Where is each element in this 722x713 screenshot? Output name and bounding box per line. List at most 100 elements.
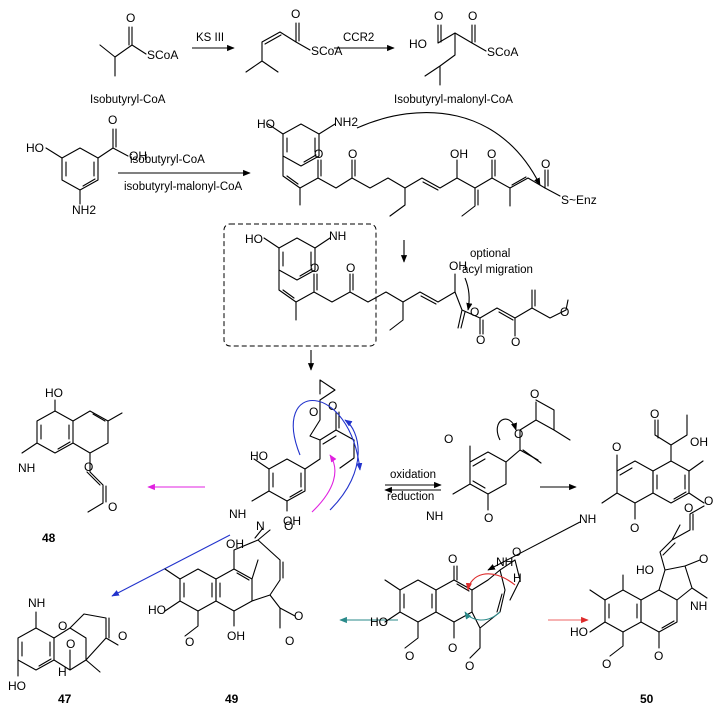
ahba-acid-o: O <box>108 113 117 127</box>
c50-o3: O <box>704 494 713 508</box>
ahba-nh2: NH2 <box>72 203 96 217</box>
compound-49-structure: OH N O HO OH O O O <box>148 519 303 649</box>
chain-oh-2: OH <box>449 259 467 273</box>
dashed-highlight-box <box>223 223 377 347</box>
nq-o1: O <box>612 440 621 454</box>
isobutyryl-malonyl-coa-label: Isobutyryl-malonyl-CoA <box>394 94 513 106</box>
cyclization-curve <box>356 112 541 186</box>
to-macrolactam-arrow <box>487 521 581 571</box>
compound-47-structure: NH O O O H HO <box>8 596 127 693</box>
c47-o2: O <box>66 637 75 651</box>
c49-n: N <box>256 519 265 533</box>
ahba-structure: HO O OH NH2 <box>26 113 147 217</box>
ccr2-label: CCR2 <box>343 32 374 44</box>
acid-o: O <box>434 9 443 23</box>
scoa-label: SCoA <box>311 44 342 58</box>
chain-o4: O <box>541 157 550 171</box>
ester-o: O <box>470 305 479 319</box>
amide-polyketide: HO NH O O OH O O O O <box>245 229 569 349</box>
c47-ho: HO <box>8 679 26 693</box>
isobutyryl-coa-label: Isobutyryl-CoA <box>90 94 166 106</box>
nq-nh: NH <box>579 512 596 526</box>
mi-o1: O <box>448 552 457 566</box>
c49-oh1: OH <box>226 537 244 551</box>
scoa-label: SCoA <box>147 48 178 62</box>
compound-49-label: 49 <box>225 692 239 706</box>
c49-oh2: OH <box>227 629 245 643</box>
mi-o4: O <box>405 649 414 663</box>
nq-o3: O <box>650 407 659 421</box>
note-acyl-migration: acyl migration <box>462 264 533 276</box>
c47-h: H <box>58 665 67 679</box>
c50-ho: HO <box>636 563 654 577</box>
note-optional: optional <box>470 248 510 260</box>
mi-o3: O <box>448 641 457 655</box>
mi-n: NH <box>496 555 513 569</box>
mi-h: H <box>513 571 522 585</box>
ahba-acid-oh: OH <box>129 149 147 163</box>
qi-o2: O <box>484 511 493 525</box>
chain-ho: HO <box>257 117 275 131</box>
qi-o3: O <box>514 427 523 441</box>
isobutyryl-malonyl-coa-structure: HO O O SCoA <box>409 9 518 86</box>
mi-o2: O <box>512 545 521 559</box>
blue-arrow-to-47 <box>111 534 231 597</box>
macrolactam-intermediate: O NH O H HO O O O <box>370 545 522 673</box>
hq-o2: O <box>328 399 337 413</box>
quinone-intermediate: O NH O O O <box>426 387 571 525</box>
central-hydroquinone: HO NH OH O O <box>229 379 355 528</box>
hq-ho: HO <box>250 449 268 463</box>
chain-o1: O <box>314 147 323 161</box>
oxidation-label: oxidation <box>390 469 436 481</box>
migration-arrow <box>464 277 473 311</box>
nq-oh: OH <box>690 435 708 449</box>
enoyl-coa-structure: O SCoA <box>245 7 342 73</box>
ester-o2: O <box>511 335 520 349</box>
c50-o5: O <box>602 657 611 671</box>
compound-47-label: 47 <box>58 692 72 706</box>
chain-o2: O <box>348 147 357 161</box>
blue-curve-1 <box>292 400 363 471</box>
nq-o2: O <box>630 521 639 535</box>
box-nh: NH <box>329 229 346 243</box>
c50-o1: O <box>699 552 708 566</box>
hq-o1: O <box>309 405 318 419</box>
acp-bound-polyketide: HO NH2 O O OH O O S~Enz <box>257 115 597 217</box>
enz-label: S~Enz <box>561 193 597 207</box>
c50-ho2: HO <box>570 625 588 639</box>
quinone-curve <box>496 418 517 441</box>
c50-nh: NH <box>690 599 707 613</box>
qi-o1: O <box>444 432 453 446</box>
hq-oh: OH <box>283 514 301 528</box>
naphthoquinone: O NH O O OH <box>579 407 708 535</box>
ahba-ho: HO <box>26 141 44 155</box>
hq-nh: NH <box>229 507 246 521</box>
reagent-top: isobutyryl-CoA <box>130 154 205 166</box>
isobutyryl-coa-structure: O SCoA <box>99 11 178 77</box>
compound-48-label: 48 <box>42 531 56 545</box>
c47-nh: NH <box>28 596 45 610</box>
reagent-bottom: isobutyryl-malonyl-CoA <box>124 181 243 193</box>
mi-ho: HO <box>370 615 388 629</box>
carbonyl-o: O <box>291 7 300 21</box>
end-o: O <box>560 305 569 319</box>
teal-curve <box>464 611 501 621</box>
box-ho: HO <box>245 232 263 246</box>
c50-o2: O <box>684 501 693 515</box>
box-o2: O <box>346 261 355 275</box>
compound-48-structure: HO NH O O <box>18 386 123 514</box>
c49-o3: O <box>294 609 303 623</box>
box-o1: O <box>310 261 319 275</box>
c50-o4: O <box>654 649 663 663</box>
scoa-label: SCoA <box>487 45 518 59</box>
ks3-label: KS III <box>196 32 224 44</box>
c48-o-ring: O <box>84 460 93 474</box>
reduction-label: reduction <box>387 491 434 503</box>
qi-o4: O <box>530 387 539 401</box>
compound-50-structure: HO O NH O O HO O O <box>570 494 713 671</box>
thioester-o: O <box>468 9 477 23</box>
ester-carbonyl-o: O <box>476 333 485 347</box>
red-curve <box>465 573 516 591</box>
c48-nh: NH <box>18 461 35 475</box>
